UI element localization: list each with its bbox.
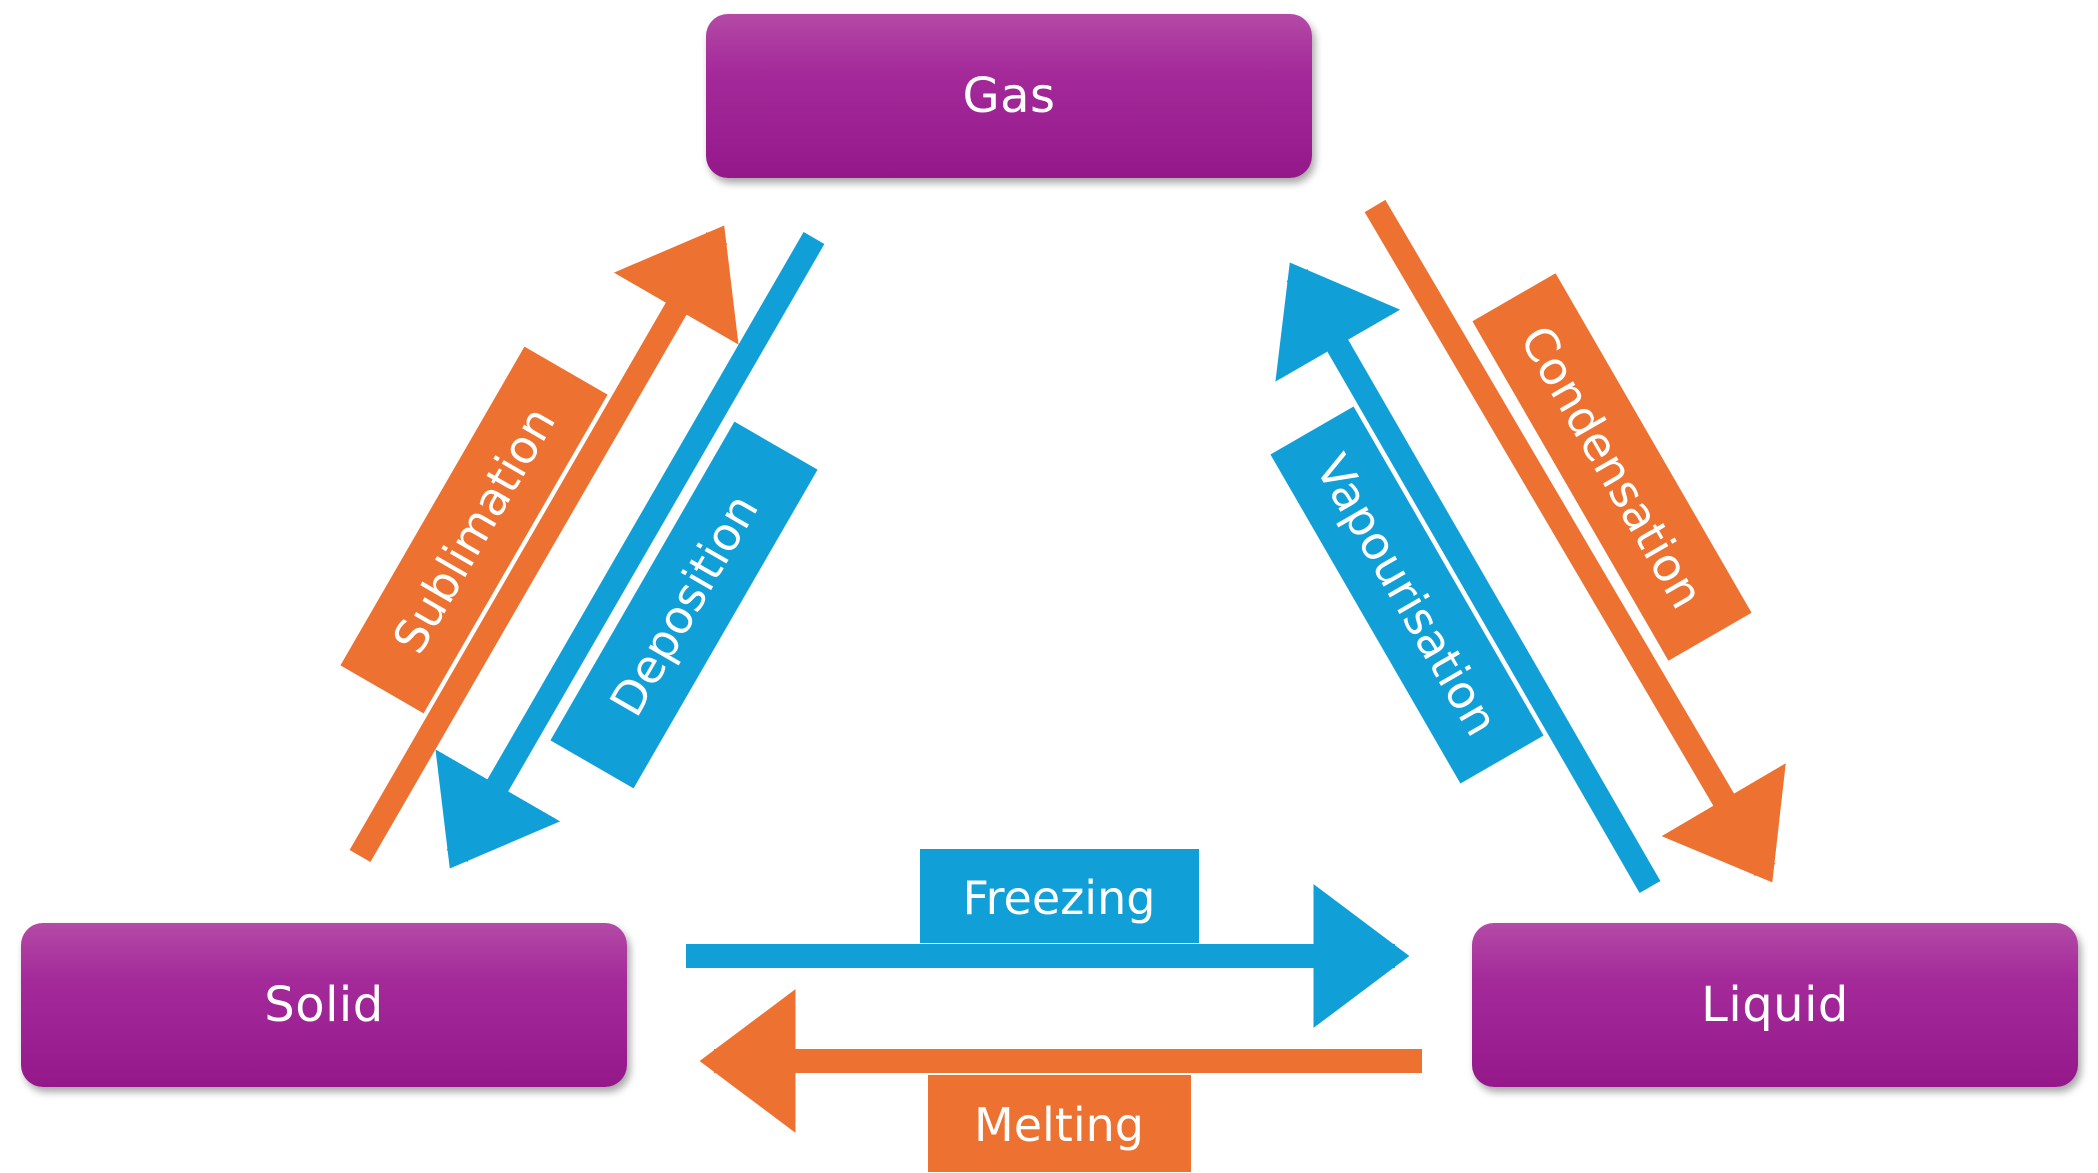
solid-label: Solid [264, 977, 384, 1033]
liquid-state-box: Liquid [1472, 923, 2078, 1087]
freezing-label: Freezing [920, 849, 1199, 943]
sublimation-arrow [349, 225, 739, 863]
condensation-arrow [1364, 199, 1786, 883]
gas-label: Gas [962, 68, 1056, 124]
melting-text: Melting [974, 1098, 1144, 1152]
gas-state-box: Gas [706, 14, 1312, 178]
melting-label: Melting [928, 1075, 1191, 1172]
solid-state-box: Solid [21, 923, 627, 1087]
freezing-text: Freezing [963, 871, 1156, 925]
vapourisation-arrow [1275, 262, 1661, 893]
liquid-label: Liquid [1701, 977, 1849, 1033]
deposition-arrow [435, 231, 825, 869]
